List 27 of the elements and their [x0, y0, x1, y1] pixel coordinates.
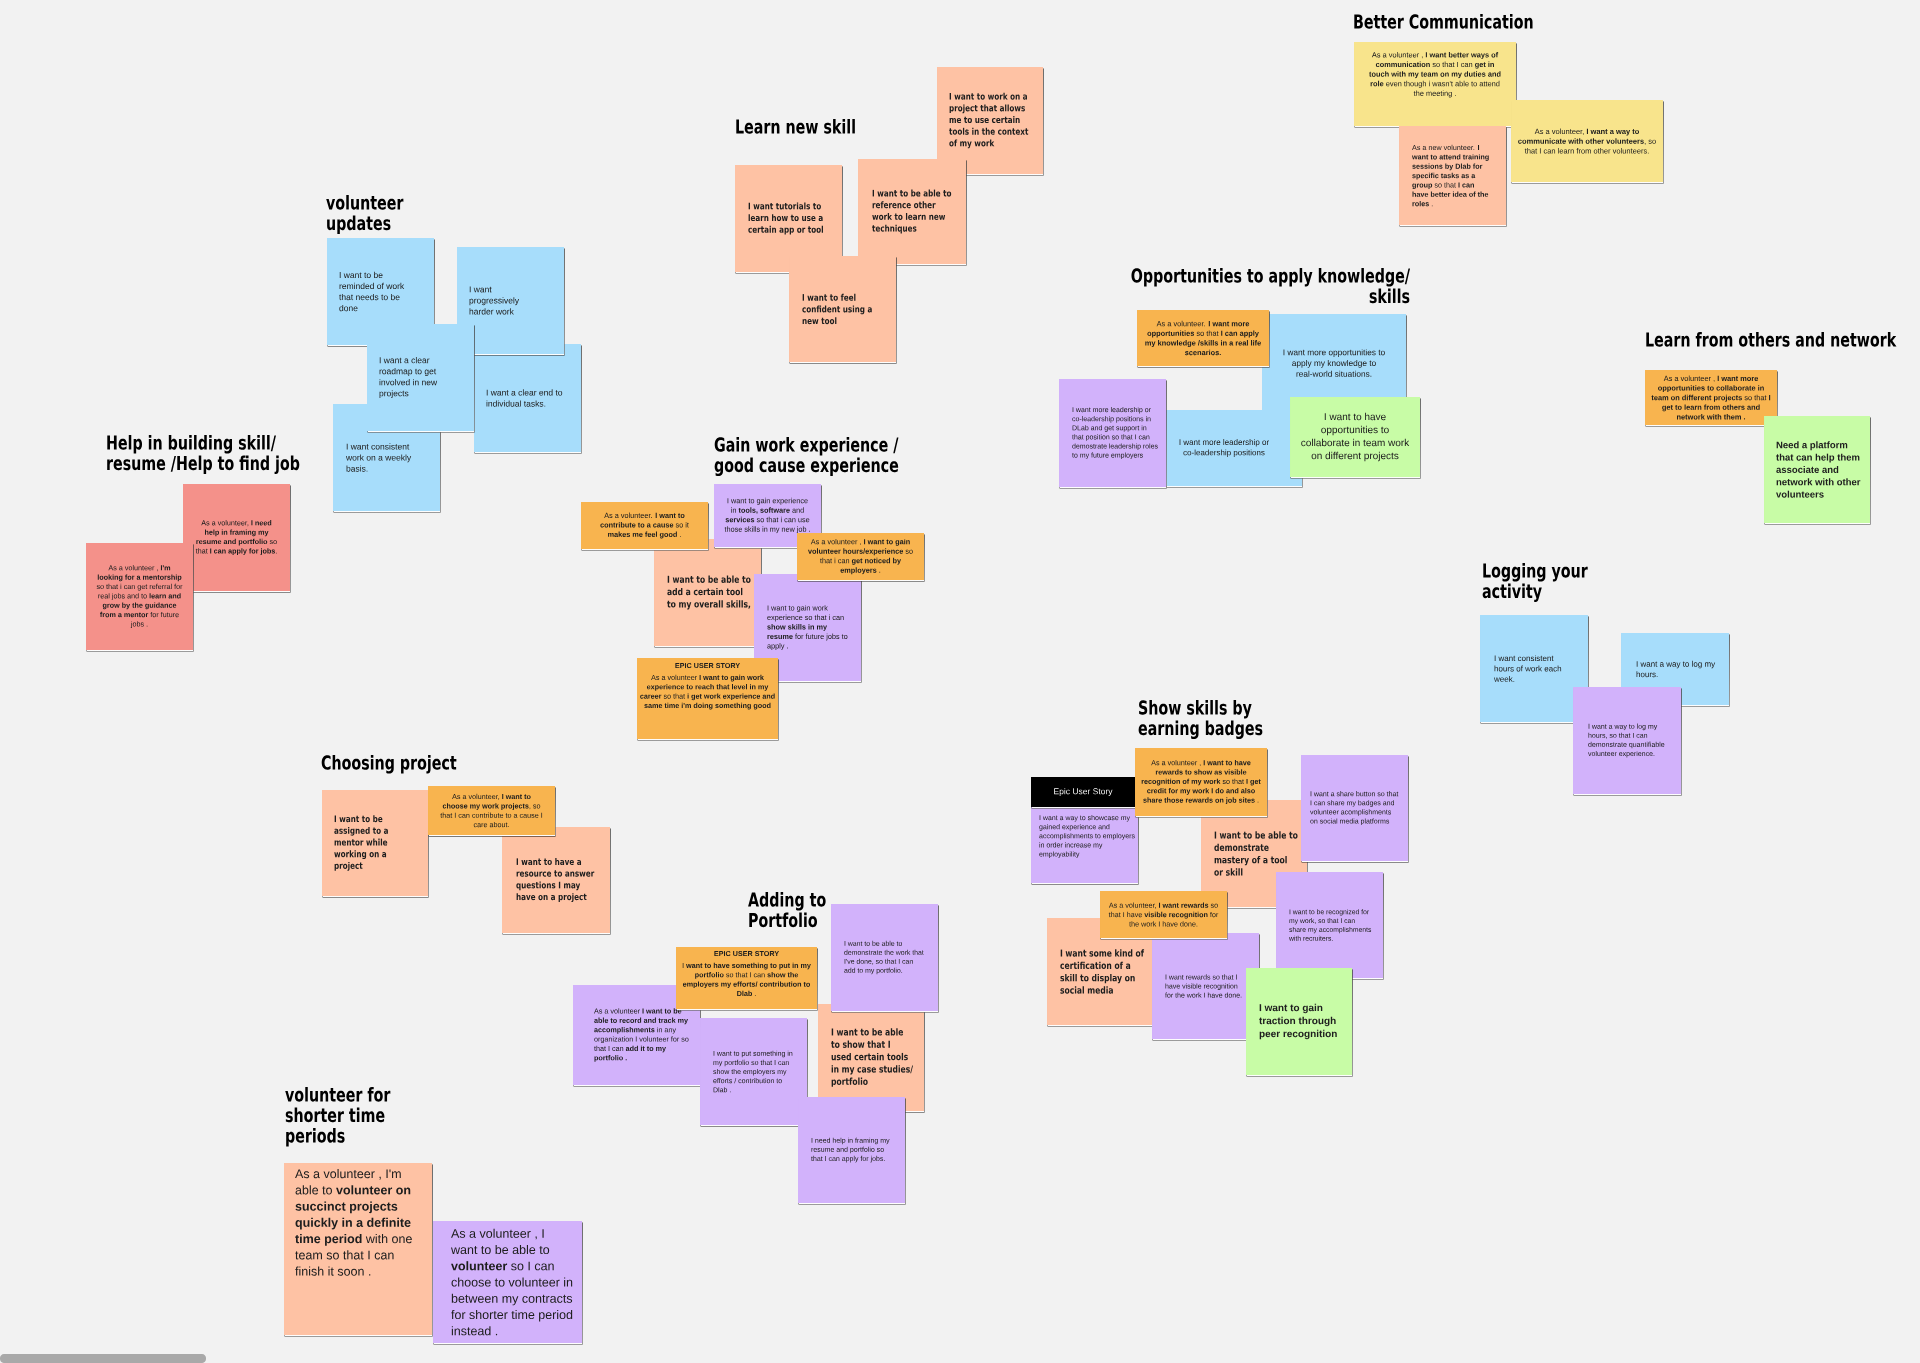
sticky-note: I want to have opportunities to collaborate in team work on different projects: [1290, 397, 1421, 479]
sticky-note: I want a clear roadmap to get involved in new projects: [367, 324, 475, 433]
sticky-note: I want progressively harder work: [457, 247, 565, 356]
sticky-note: I want a clear end to individual tasks.: [474, 344, 582, 454]
group-heading: Learn from others and network: [1646, 332, 1897, 347]
group-heading: Learn new skill: [736, 119, 855, 134]
sticky-note: I want to be able to reference other work to learn new techniques: [858, 159, 967, 266]
group-heading: Logging your activity: [1482, 563, 1588, 603]
sticky-note: I want to have a resource to answer questions I may have on a project: [502, 827, 611, 935]
group-heading: Show skills by earning badges: [1138, 700, 1263, 740]
group-heading: Choosing project: [321, 755, 457, 774]
sticky-note: I want to gain traction through peer recognition: [1246, 968, 1353, 1077]
group-heading: Gain work experience / good cause experience: [714, 437, 899, 477]
sticky-note: I want tutorials to learn how to use a certain app or tool: [735, 165, 843, 274]
sticky-note: Need a platform that can help them associate and network with other volunteers: [1764, 416, 1871, 525]
group-heading: volunteer updates: [326, 195, 404, 234]
story-tag: Epic User Story: [1031, 777, 1136, 809]
group-heading: volunteer for shorter time periods: [285, 1087, 391, 1147]
group-heading: Adding to Portfolio: [748, 892, 826, 928]
sticky-note: I want to be assigned to a mentor while working on a project: [322, 790, 429, 898]
group-heading: Opportunities to apply knowledge/ skills: [1131, 268, 1411, 304]
sticky-note: I want to work on a project that allows me to use certain tools in the context of my work: [937, 67, 1044, 176]
sticky-note: As a volunteer , I'm able to volunteer on succinct projects quickly in a definite time period with one team so that I can finish it soon .: [284, 1163, 433, 1337]
sticky-note: I want consistent hours of work each week.: [1480, 615, 1589, 724]
sticky-note: As a volunteer , I want to be able to volunteer so I can choose to volunteer in between my contracts for shorter time period instead .: [433, 1221, 583, 1345]
group-heading: Help in building skill/ resume /Help to find job: [107, 435, 300, 475]
sticky-note: I want to feel confident using a new tool: [789, 256, 897, 364]
